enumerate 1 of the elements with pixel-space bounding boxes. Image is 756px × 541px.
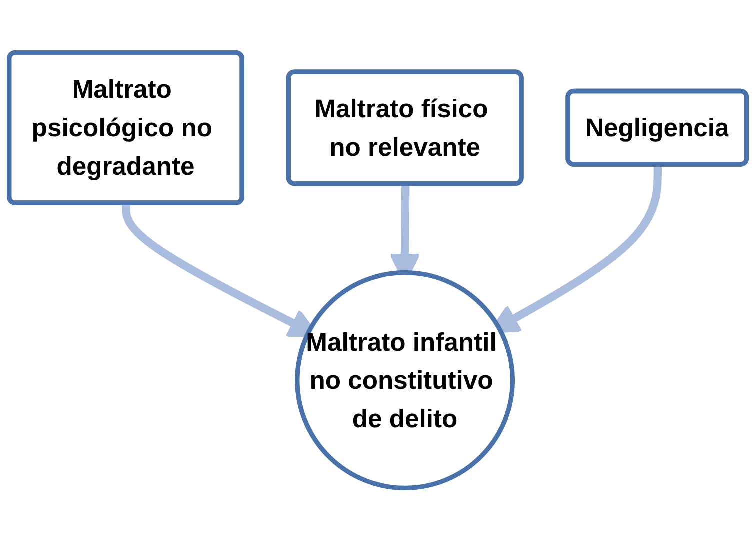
node-circle: Maltrato infantil no constitutivo de delito — [295, 270, 516, 490]
